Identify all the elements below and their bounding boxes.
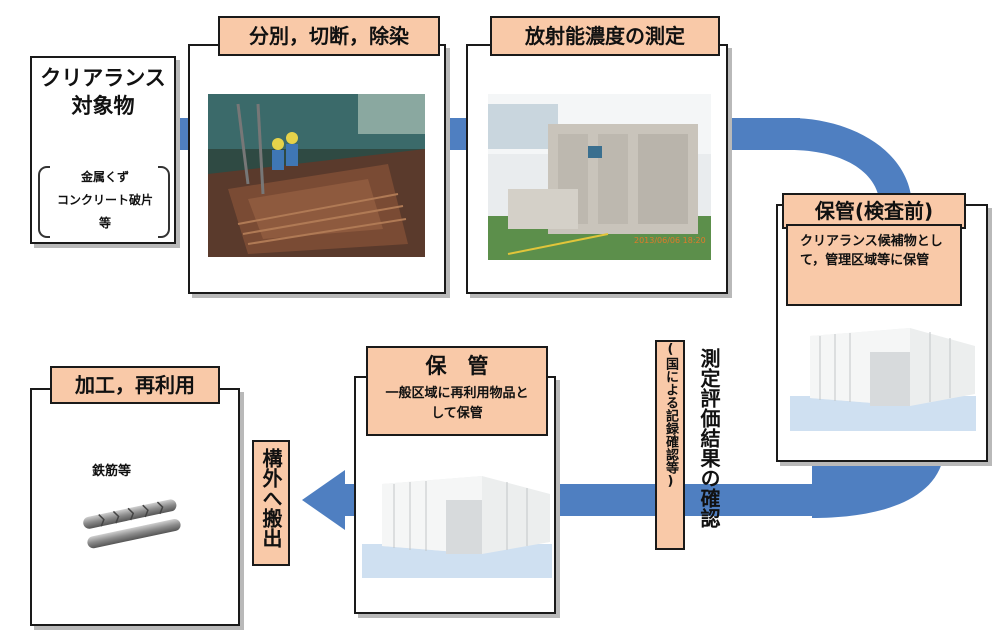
target-item-etc: 等 — [98, 216, 111, 230]
evaluation-title: 測定評価結果の確認 — [697, 348, 721, 528]
evaluation-title-wrap: 測定評価結果の確認 — [694, 348, 724, 618]
rebar-label: 鉄筋等 — [92, 464, 132, 479]
storage-box — [354, 376, 556, 614]
storage-label: 保 管 — [425, 354, 489, 378]
process-reuse-label: 加工，再利用 — [50, 366, 220, 404]
storage-label-box: 保 管 一般区域に再利用物品として保管 — [366, 346, 548, 436]
process-reuse-box: 鉄筋等 — [30, 388, 240, 626]
carry-out-box: 構外へ搬出 — [252, 440, 290, 566]
target-item-metal: 金属くず — [80, 170, 129, 184]
measuring-equipment-photo: 2013/06/06 18:20 — [488, 94, 711, 260]
measurement-label: 放射能濃度の測定 — [490, 16, 720, 56]
measurement-box: 2013/06/06 18:20 — [466, 44, 728, 294]
bracket-right — [158, 166, 170, 238]
tent-warehouse-photo — [362, 466, 552, 578]
storage-note: 一般区域に再利用物品として保管 — [385, 386, 529, 421]
storage-before-note: クリアランス候補物として，管理区域等に保管 — [786, 224, 962, 306]
evaluation-sub-box: (国による記録確認等) — [655, 340, 685, 550]
target-item-concrete: コンクリート破片 — [56, 193, 153, 207]
photo-timestamp: 2013/06/06 18:20 — [634, 236, 706, 245]
rebar-icon — [83, 499, 181, 549]
tent-warehouse-photo — [790, 316, 976, 431]
storage-before-note-text: クリアランス候補物として，管理区域等に保管 — [800, 234, 943, 268]
clearance-target-box: クリアランス 対象物 金属くず コンクリート破片 等 — [30, 56, 176, 244]
storage-before-label: 保管(検査前) — [782, 193, 966, 229]
sort-cut-decon-label: 分別，切断，除染 — [218, 16, 440, 56]
evaluation-sub: (国による記録確認等) — [663, 342, 678, 489]
bracket-left — [38, 166, 50, 238]
clearance-target-title: クリアランス 対象物 — [40, 66, 166, 118]
scrap-metal-photo — [208, 94, 425, 257]
sort-cut-decon-box — [188, 44, 446, 294]
carry-out-label: 構外へ搬出 — [259, 448, 283, 548]
